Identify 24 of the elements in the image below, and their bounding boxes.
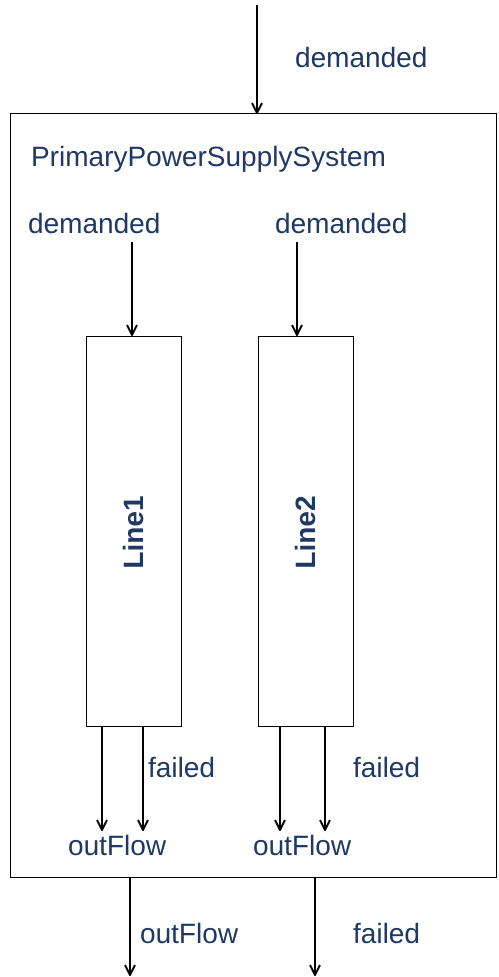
- edge-label: outFlow: [253, 832, 352, 860]
- arrow: [291, 242, 303, 336]
- arrow: [319, 726, 331, 831]
- arrow: [251, 5, 263, 114]
- arrow: [124, 878, 136, 976]
- block-box: [86, 336, 182, 727]
- system-box: [10, 113, 497, 878]
- edge-label: failed: [353, 920, 420, 948]
- edge-label: outFlow: [140, 920, 238, 948]
- arrow: [309, 878, 321, 976]
- block-name: Line2: [292, 494, 320, 568]
- system-name: PrimaryPowerSupplySystem: [31, 143, 386, 171]
- edge-label: failed: [353, 754, 420, 782]
- arrow: [126, 242, 138, 336]
- edge-label: outFlow: [68, 832, 166, 860]
- block-name: Line1: [120, 494, 148, 568]
- arrow: [137, 726, 149, 831]
- block-box: [258, 336, 354, 727]
- arrow: [274, 726, 286, 831]
- arrow: [96, 726, 108, 831]
- edge-label: demanded: [275, 210, 408, 238]
- edge-label: demanded: [295, 44, 428, 72]
- edge-label: failed: [148, 754, 215, 782]
- edge-label: demanded: [28, 210, 160, 238]
